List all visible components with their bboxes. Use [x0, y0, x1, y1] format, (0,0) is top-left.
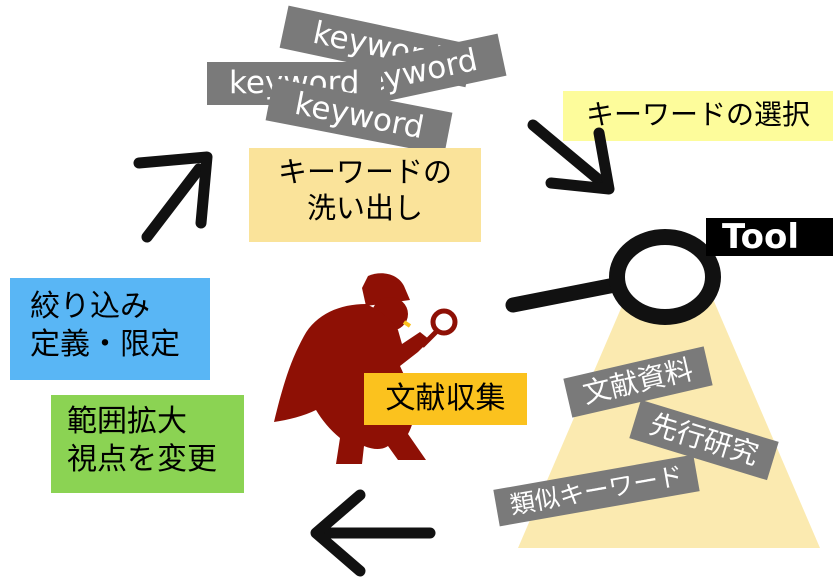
tool-label: Tool [706, 218, 833, 256]
expansion-line2: 視点を変更 [67, 441, 217, 477]
arrow-down-right-icon [527, 119, 615, 195]
arrow-left-icon [310, 489, 436, 577]
detective-icon [274, 273, 458, 464]
keyword-select-box: キーワードの選択 [563, 91, 833, 141]
expansion-box: 範囲拡大 視点を変更 [51, 395, 244, 493]
keyword-washout-line2: 洗い出し [306, 191, 423, 226]
narrowing-box: 絞り込み 定義・限定 [10, 278, 210, 380]
magnifier-icon [505, 229, 721, 325]
keyword-select-label: キーワードの選択 [585, 98, 810, 131]
collection-label: 文献収集 [385, 381, 506, 416]
keyword-washout-line1: キーワードの [277, 155, 452, 189]
expansion-line1: 範囲拡大 [67, 404, 187, 439]
narrowing-line1: 絞り込み [30, 289, 150, 324]
collection-box: 文献収集 [364, 373, 527, 425]
keyword-washout-box: キーワードの 洗い出し [249, 148, 481, 242]
arrow-up-right-icon [133, 151, 213, 243]
narrowing-line2: 定義・限定 [30, 326, 180, 362]
